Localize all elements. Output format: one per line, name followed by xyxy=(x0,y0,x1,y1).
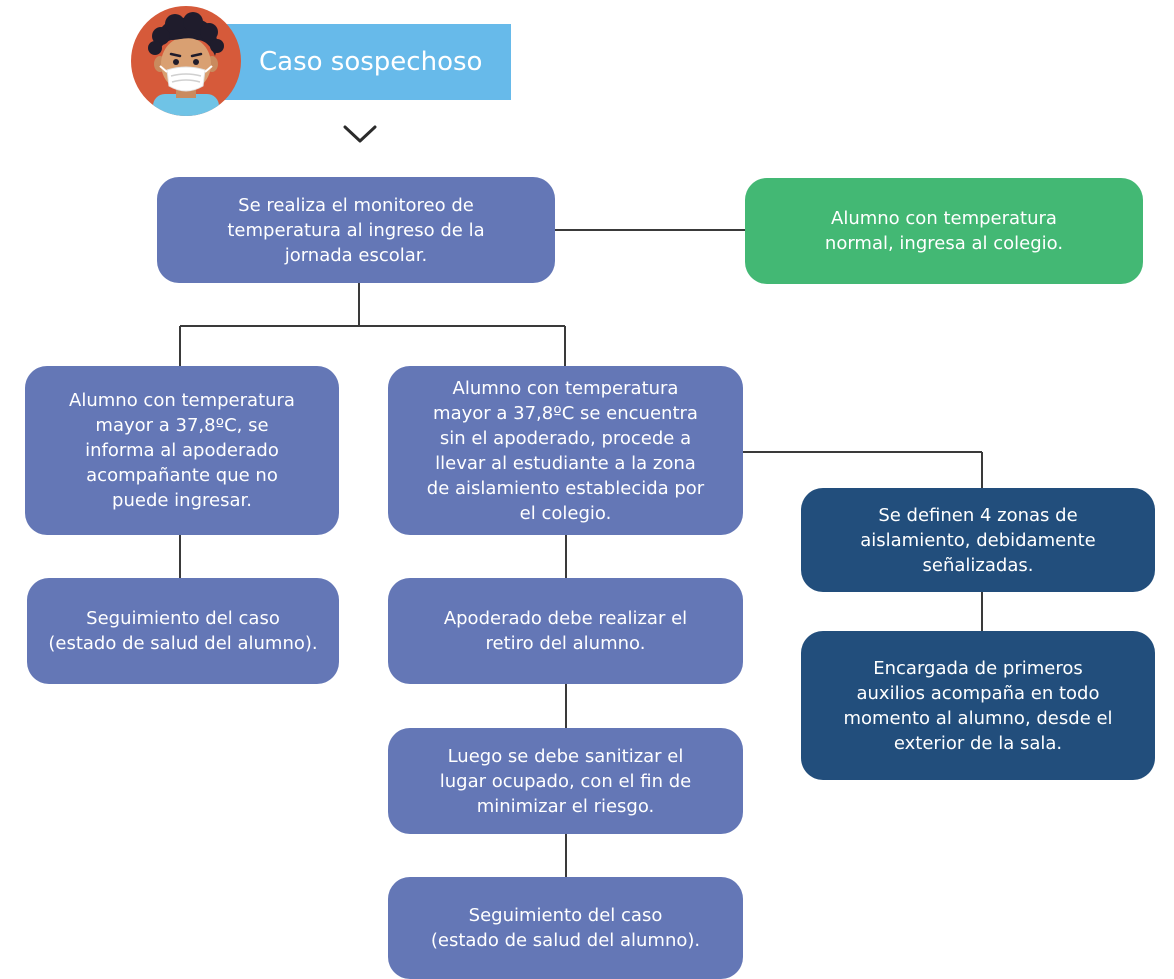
node-follow-up-center: Seguimiento del caso (estado de salud de… xyxy=(388,877,743,979)
node-guardian-pickup: Apoderado debe realizar el retiro del al… xyxy=(388,578,743,684)
node-sanitize-area: Luego se debe sanitizar el lugar ocupado… xyxy=(388,728,743,834)
node-normal-temperature: Alumno con temperatura normal, ingresa a… xyxy=(745,178,1143,284)
masked-child-avatar-icon xyxy=(131,6,241,116)
header-title-bar: Caso sospechoso xyxy=(215,24,511,100)
header-title: Caso sospechoso xyxy=(259,47,483,77)
node-temperature-monitoring: Se realiza el monitoreo de temperatura a… xyxy=(157,177,555,283)
node-first-aid-attendant: Encargada de primeros auxilios acompaña … xyxy=(801,631,1155,780)
chevron-down-icon xyxy=(343,125,377,143)
node-high-temp-without-guardian: Alumno con temperatura mayor a 37,8ºC se… xyxy=(388,366,743,535)
node-follow-up-left: Seguimiento del caso (estado de salud de… xyxy=(27,578,339,684)
node-high-temp-with-guardian: Alumno con temperatura mayor a 37,8ºC, s… xyxy=(25,366,339,535)
node-isolation-zones: Se definen 4 zonas de aislamiento, debid… xyxy=(801,488,1155,592)
